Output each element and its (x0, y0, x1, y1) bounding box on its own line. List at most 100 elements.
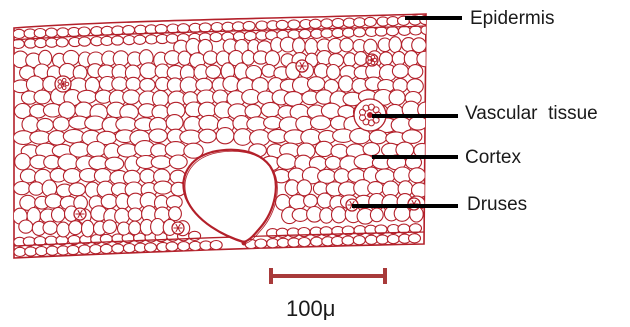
tissue-cell (332, 18, 344, 27)
tissue-cell (129, 221, 141, 235)
tissue-cell (140, 78, 155, 91)
tissue-cell (417, 51, 433, 66)
tissue-cell (15, 154, 31, 170)
tissue-cell (276, 20, 288, 29)
tissue-cell (255, 239, 267, 248)
tissue-cell (82, 220, 94, 237)
tissue-cell (35, 39, 47, 48)
tissue-cell (265, 51, 279, 66)
tissue-cell (321, 29, 333, 38)
scale-bar (270, 268, 386, 284)
tissue-cell (210, 241, 222, 250)
tissue-cell (100, 244, 112, 253)
tissue-cell (364, 17, 376, 26)
tissue-cell (409, 234, 421, 243)
tissue-cell (298, 238, 310, 247)
tissue-cell (311, 237, 323, 246)
tissue-cell (421, 25, 433, 34)
tissue-cell (57, 28, 69, 37)
tissue-cell (321, 19, 333, 28)
tissue-cell (53, 117, 69, 131)
tissue-cell (155, 24, 167, 33)
tissue-cell (315, 141, 333, 156)
tissue-cell (210, 33, 222, 42)
tissue-cell (409, 116, 428, 130)
tissue-cell (206, 65, 221, 78)
tissue-cell (410, 26, 422, 35)
tissue-cell (46, 246, 58, 255)
tissue-cell (58, 154, 78, 171)
tissue-cell (46, 28, 58, 37)
tissue-cell (178, 24, 190, 33)
tissue-cell (292, 208, 308, 221)
tissue-cell (318, 169, 336, 183)
tissue-cell (34, 90, 51, 104)
tissue-cell (112, 77, 128, 91)
bundle-core (61, 82, 64, 85)
tissue-cell (325, 156, 341, 169)
tissue-cell (152, 105, 169, 119)
tissue-cell (262, 64, 276, 77)
druse (296, 60, 308, 72)
tissue-cell (363, 143, 380, 156)
tissue-cell (52, 207, 65, 222)
tissue-cell (112, 36, 124, 45)
tissue-cell (25, 247, 37, 256)
tissue-cell (392, 51, 405, 65)
tissue-cell (277, 154, 296, 170)
tissue-cell (297, 180, 311, 196)
tissue-cell (29, 182, 44, 195)
tissue-cell (332, 207, 347, 223)
tissue-cell (78, 27, 90, 36)
tissue-cell (67, 245, 79, 254)
tissue-cell (343, 28, 355, 37)
tissue-cell (94, 169, 111, 183)
tissue-cell (14, 247, 26, 256)
tissue-cell (180, 77, 198, 94)
tissue-cell (234, 129, 252, 146)
tissue-cell (342, 236, 354, 245)
druse (74, 208, 86, 220)
tissue-cell (149, 129, 167, 143)
tissue-cell (370, 208, 383, 222)
tissue-cell (45, 194, 62, 208)
tissue-cell (376, 235, 388, 244)
tissue-cell (13, 29, 25, 38)
tissue-cell (59, 102, 76, 119)
tissue-cell (409, 168, 426, 183)
vascular-tissue-label: Vascular tissue (465, 104, 598, 123)
tissue-cell (308, 77, 325, 91)
tissue-cell (151, 219, 165, 236)
tissue-cell (369, 130, 387, 144)
tissue-cell (69, 183, 86, 196)
tissue-cell (63, 169, 81, 184)
tissue-cell (288, 20, 300, 29)
tissue-cell (169, 207, 182, 221)
tissue-cell (169, 155, 187, 169)
tissue-cell (394, 206, 410, 222)
tissue-cell (140, 63, 157, 79)
tissue-cell (112, 26, 124, 35)
tissue-cell (353, 236, 365, 245)
druses-label: Druses (467, 195, 527, 214)
tissue-cell (305, 39, 318, 55)
tissue-cell (145, 243, 157, 252)
tissue-cell (165, 142, 186, 157)
tissue-cell (412, 183, 428, 198)
tissue-cell (354, 28, 366, 37)
tissue-cell (123, 26, 135, 35)
tissue-cell (34, 28, 46, 37)
cavity-opening (242, 241, 247, 246)
tissue-cell (128, 208, 142, 221)
tissue-cell (63, 130, 84, 144)
tissue-cell (154, 181, 172, 194)
tissue-cell (178, 242, 190, 251)
tissue-cell (134, 35, 146, 44)
tissue-cell (399, 26, 411, 35)
tissue-cell (334, 169, 349, 184)
tissue-cell (178, 51, 191, 65)
tissue-cell (365, 235, 377, 244)
tissue-cell (123, 244, 135, 253)
tissue-cell (380, 52, 393, 65)
